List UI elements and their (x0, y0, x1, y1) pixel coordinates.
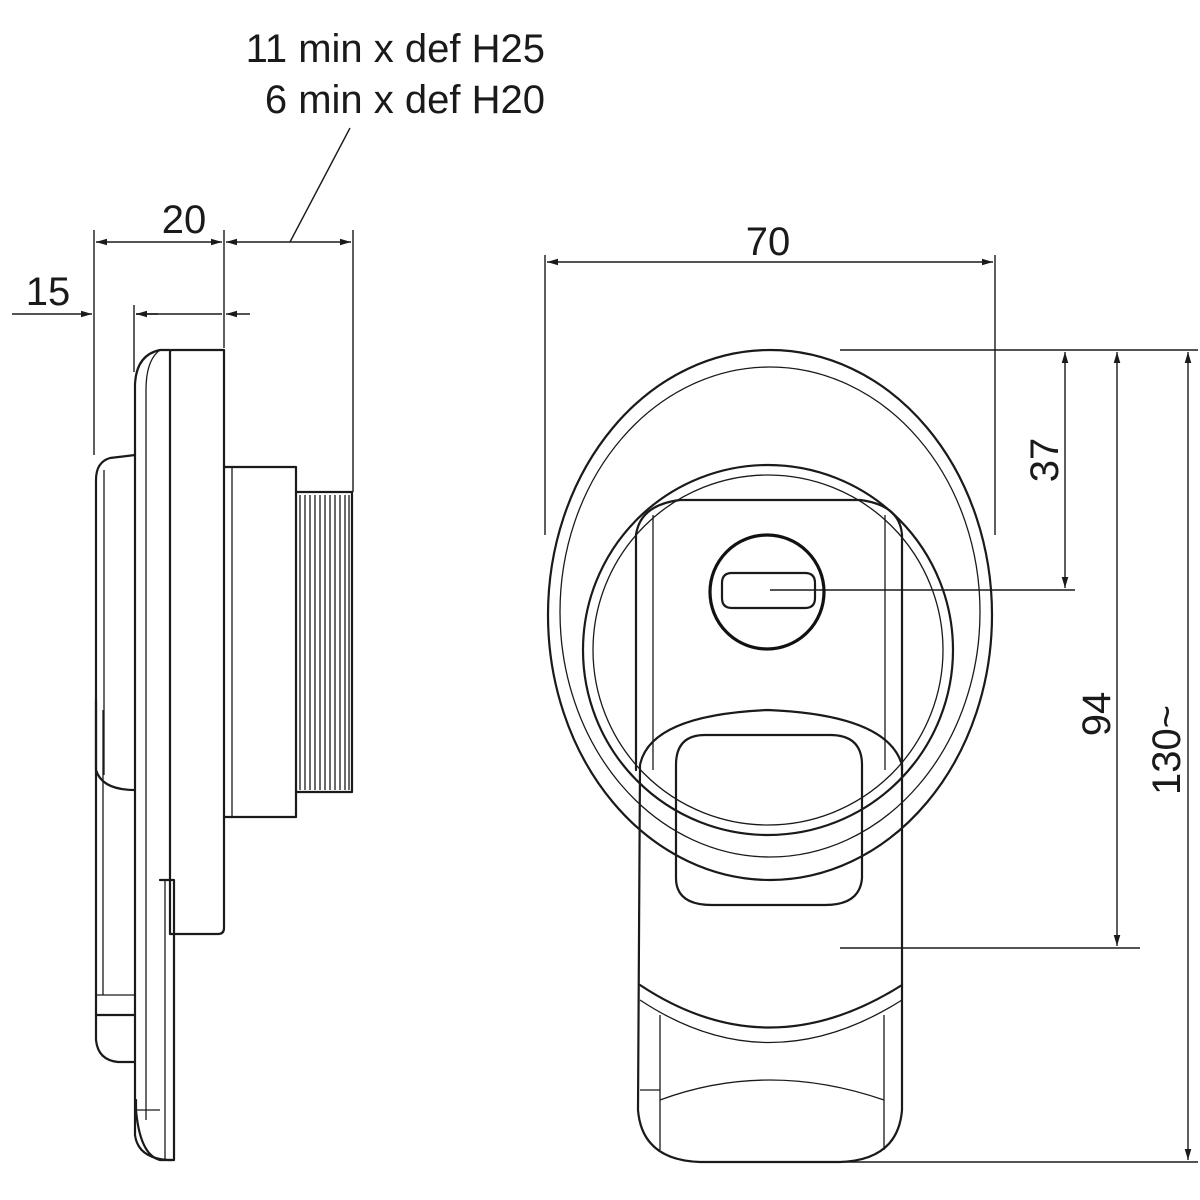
dimension-70-label: 70 (746, 220, 791, 264)
front-view (546, 348, 994, 1164)
grip-pad (674, 733, 864, 907)
dimension-37-label: 37 (1023, 438, 1067, 483)
dimension-130-label: 130~ (1145, 705, 1189, 795)
turn-knob (708, 533, 826, 651)
thread-note-line-2: 6 min x def H20 (265, 78, 545, 122)
escutcheon-outer (546, 348, 994, 882)
dimension-20-label: 20 (162, 198, 207, 242)
thread-lines (299, 495, 350, 790)
turn-knob-slot (720, 571, 817, 610)
side-view-dimensions (12, 127, 354, 492)
side-view (94, 348, 354, 1162)
lever-grip (636, 708, 904, 1164)
rose-circle (581, 463, 955, 837)
front-view-dimensions (544, 255, 1198, 1163)
dimension-15-label: 15 (26, 270, 71, 314)
dimension-94-label: 94 (1075, 692, 1119, 737)
thread-note-line-1: 11 min x def H25 (246, 27, 545, 71)
